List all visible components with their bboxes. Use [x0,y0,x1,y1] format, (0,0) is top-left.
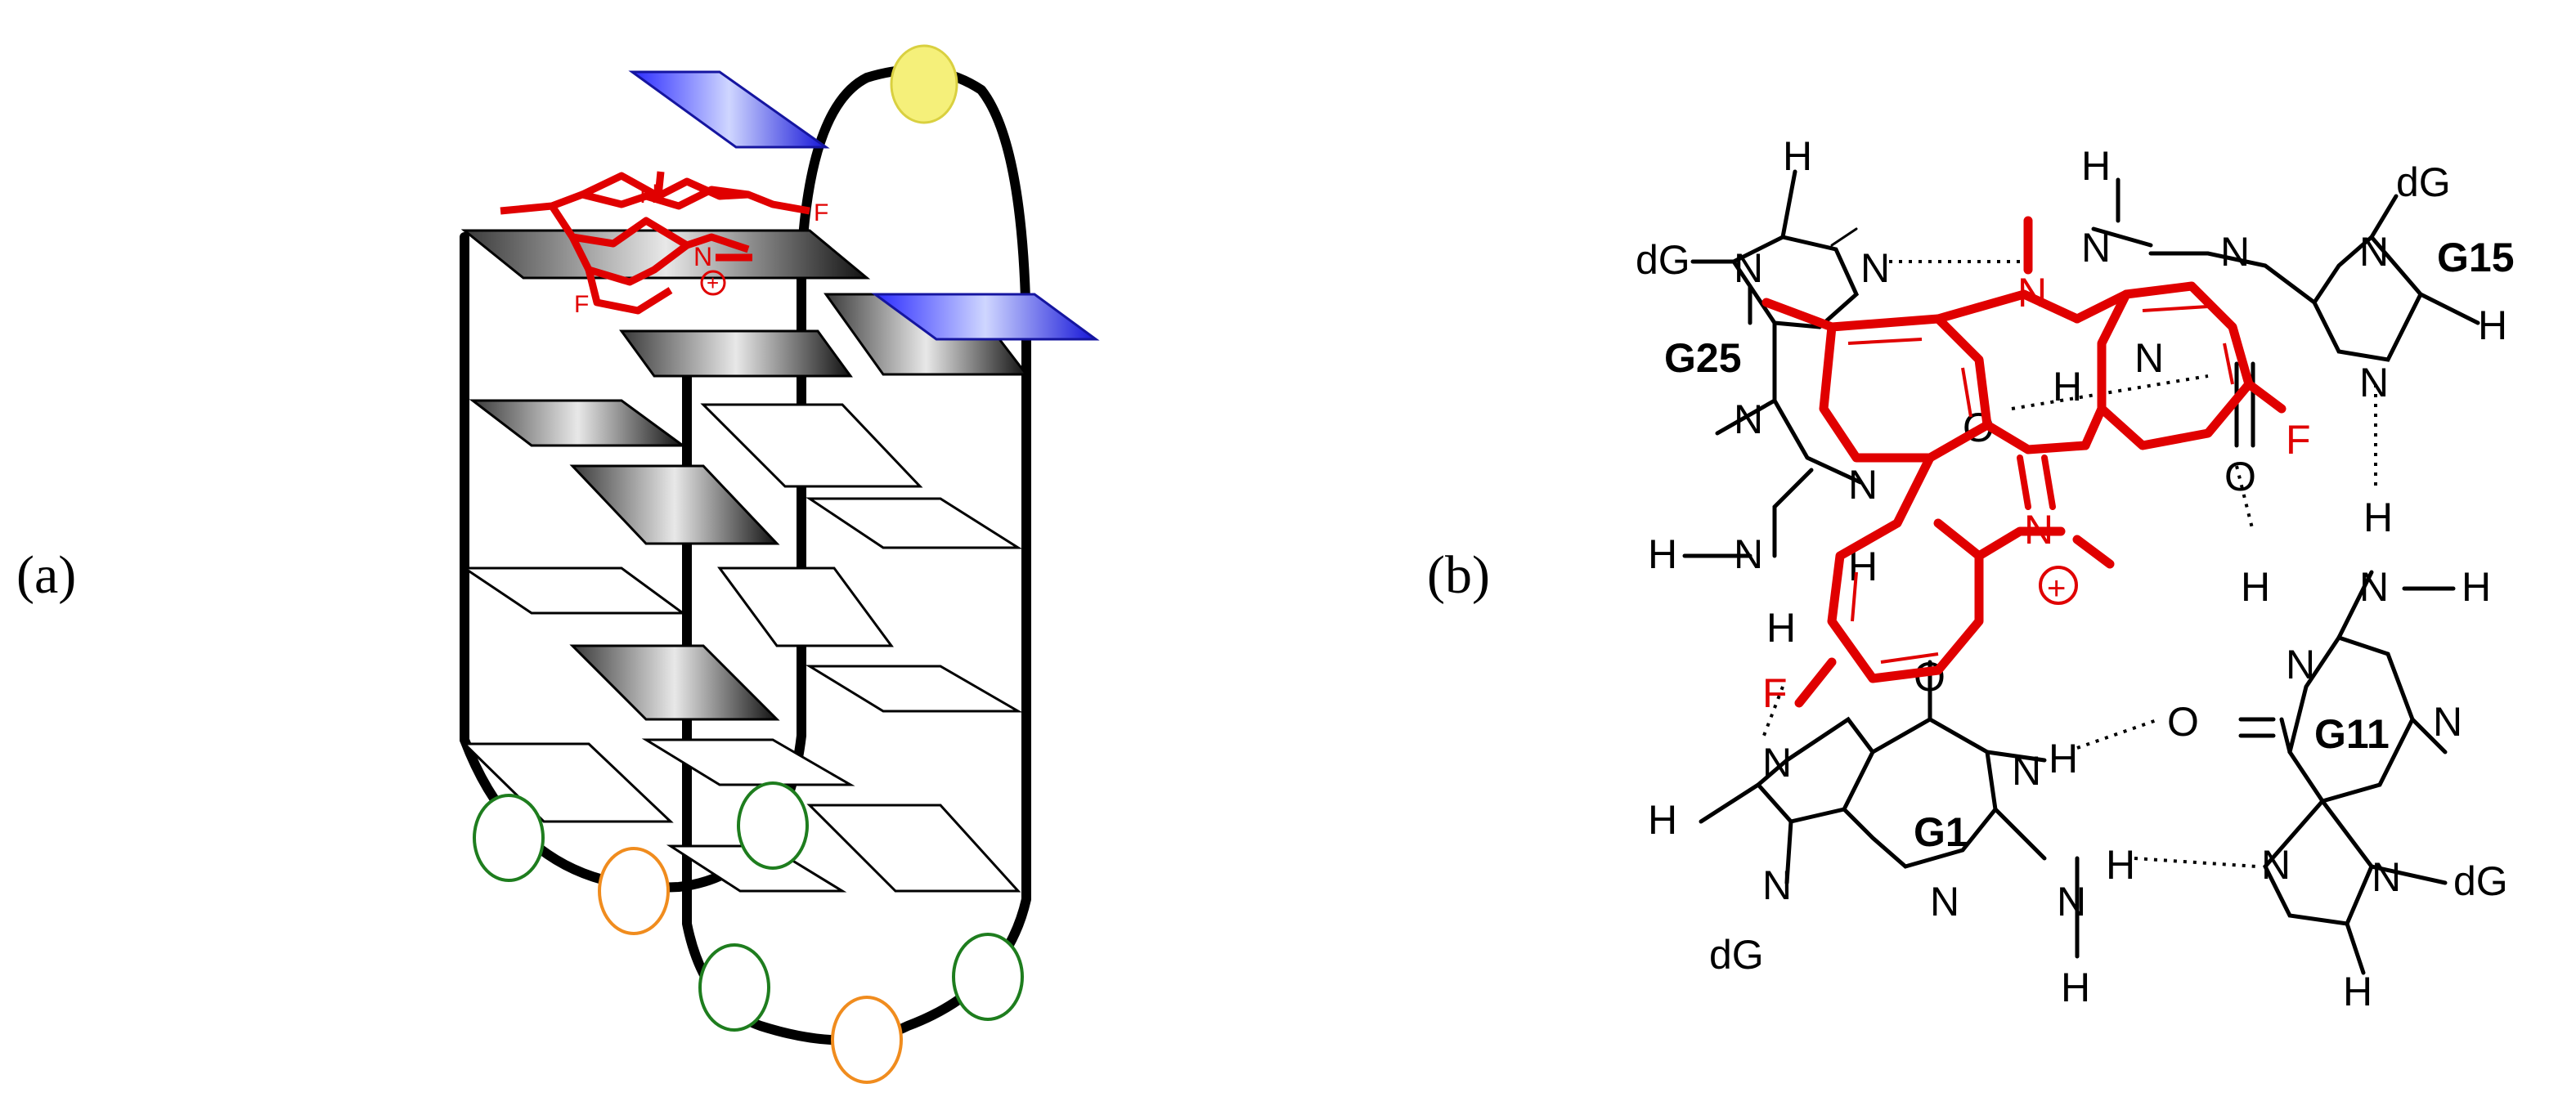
atom-n: N [2372,854,2401,900]
blue-bases [628,70,1100,341]
atom-n: N [2359,564,2389,610]
loop-residues-orange [598,847,903,1084]
atom-dg: dG [1709,932,1764,978]
atom-n: N [1734,531,1763,577]
ligand-charge: + [2047,571,2066,607]
ligand-n-top: N [2017,270,2047,316]
atom-h: H [2462,564,2491,610]
atom-h: H [2343,969,2372,1014]
atom-h: H [2049,736,2078,781]
atom-o: O [2224,454,2256,499]
residue-g25: G25 [1664,335,1742,381]
ligand-f-right: F [2286,417,2311,463]
atom-o: O [2167,699,2199,745]
g-quadruplex-cartoon: N N F F + [460,44,1100,1084]
atom-dg: dG [1636,237,1690,283]
atom-h: H [2061,965,2090,1010]
atom-h: H [2241,564,2270,610]
residue-g15: G15 [2437,235,2515,280]
ligand-small-n-top: N [640,179,658,208]
hydrogen-bonds [1761,260,2377,868]
open-guanine-planes [460,403,1023,893]
panel-a-label: (a) [16,545,76,605]
residue-g1: G1 [1914,809,1968,855]
atom-n: N [2286,642,2315,687]
ligand-n-bottom: N [2024,507,2053,553]
shaded-guanine-planes [460,229,1030,721]
atom-h: H [1766,605,1796,651]
atom-n: N [2433,699,2462,745]
atom-n: N [2359,360,2389,405]
g-tetrad-structure: G25 G15 G11 G1 H dG N N N N H N H H N N … [1636,133,2515,1014]
atom-n: N [1930,879,1959,925]
ligand-small-charge: + [707,271,719,295]
ligand-small-charge-circle [700,270,726,296]
atom-dg: dG [2396,159,2451,205]
ligand-charge-circle [2039,566,2078,605]
ligand-small-f-right: F [814,199,828,226]
atom-n: N [1762,740,1792,786]
atom-n: N [2261,842,2291,888]
tetrad-bonds [1682,169,2480,975]
atom-h: H [2478,302,2507,348]
atom-n: N [1734,396,1763,442]
atom-n: N [2134,335,2164,381]
atom-h: H [2106,842,2135,888]
atom-n: N [1848,462,1878,508]
atom-n: N [1860,245,1890,291]
loop-residues-green [473,781,1024,1032]
atom-dg: dG [2453,858,2508,904]
ligand-f-left: F [1762,670,1788,716]
residue-g11: G11 [2314,711,2390,757]
ligand-inner-lines [1847,305,2234,664]
loop-sugar-yellow [890,44,958,124]
atom-h: H [2053,364,2082,410]
atom-n: N [2012,748,2041,794]
atom-h: H [1648,797,1677,843]
atom-n: N [1734,245,1763,291]
atom-h: H [2081,143,2111,189]
ligand-small-f-left: F [574,291,589,318]
ligand-small-n-bottom: N [693,242,712,271]
atom-h: H [1783,133,1812,179]
ligand-large-structure [1761,216,2287,708]
atom-n: N [1762,862,1792,908]
atom-n: N [2220,229,2250,275]
panel-b-label: (b) [1427,545,1490,605]
atom-n: N [2057,879,2086,925]
atom-h: H [1648,531,1677,577]
atom-n: N [2081,225,2111,271]
ligand-small-structure [500,171,810,315]
atom-h: H [2363,495,2393,540]
atom-n: N [2359,229,2389,275]
backbone-strands [460,65,1031,1046]
